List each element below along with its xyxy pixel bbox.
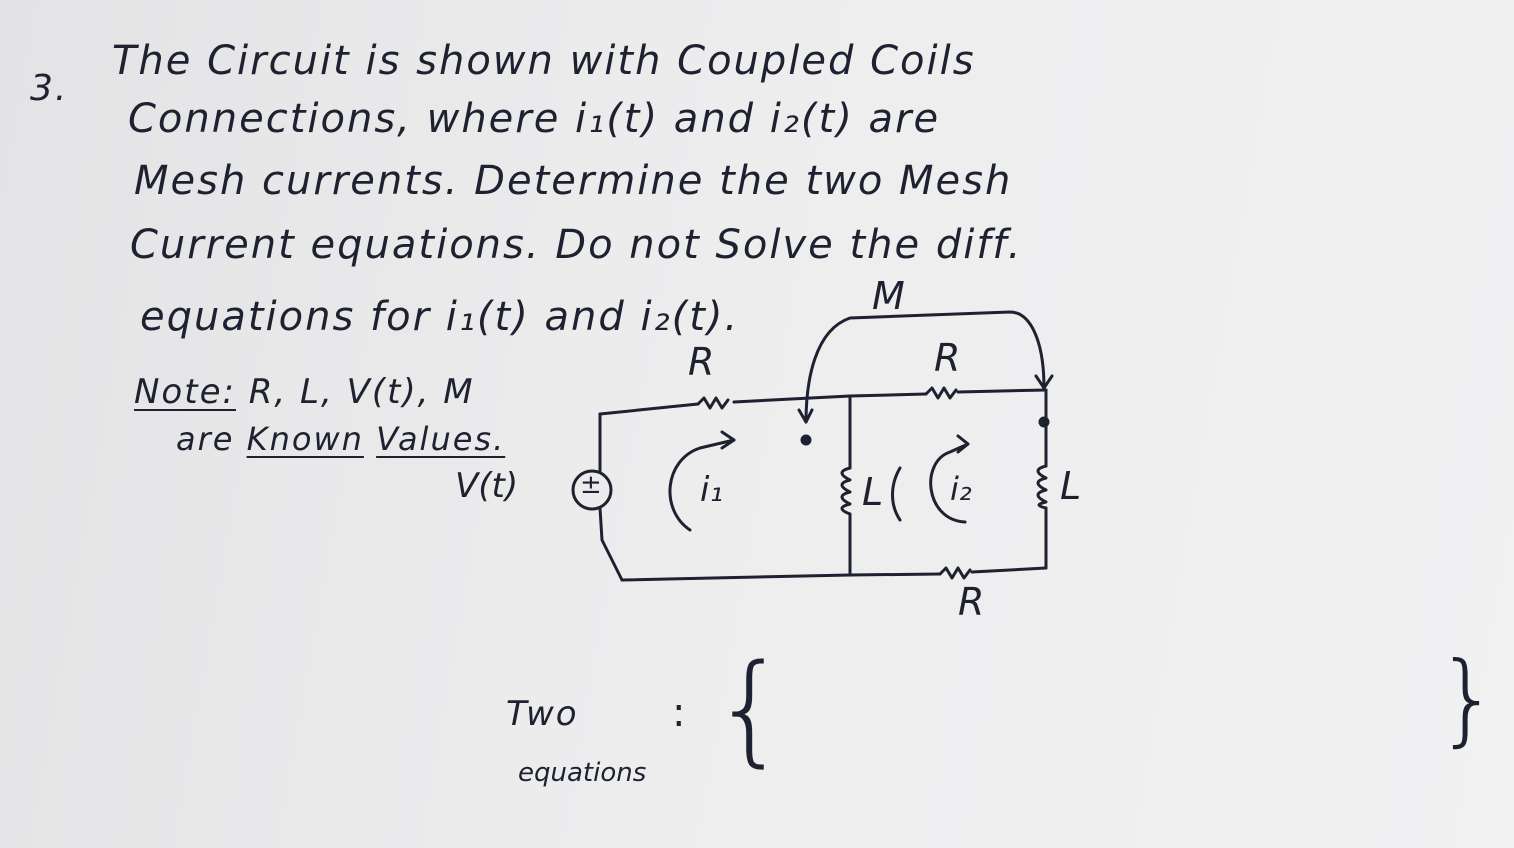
mesh-2-label: i₂ (950, 470, 972, 508)
inductor-middle-label: L (862, 470, 884, 514)
mesh-1-label: i₁ (700, 470, 724, 510)
resistor-bottom-label: R (958, 580, 985, 624)
problem-line-5: equations for i₁(t) and i₂(t). (140, 294, 740, 340)
mesh-2-left-paren (891, 466, 902, 522)
wire-left (598, 412, 624, 582)
mutual-inductance-label: M (872, 274, 905, 318)
dot-marker-middle (800, 434, 812, 446)
note-known: Known (246, 420, 364, 458)
answer-label-line-2: equations (518, 758, 647, 788)
resistor-bottom (938, 566, 972, 580)
inductor-right-label: L (1060, 464, 1082, 508)
voltage-source (571, 469, 613, 511)
problem-number: 3. (30, 68, 69, 109)
answer-close-brace: } (1436, 640, 1502, 757)
mesh-2-arrowhead (956, 434, 970, 454)
arrowhead-middle (797, 408, 814, 424)
mesh-2-arrow (929, 442, 970, 524)
source-polarity: ± (580, 470, 602, 500)
wire-bottom (620, 572, 942, 582)
problem-line-1: The Circuit is shown with Coupled Coils (112, 38, 976, 84)
note-line-1: Note: R, L, V(t), M (134, 372, 475, 412)
note-are: are (176, 420, 235, 458)
problem-line-4: Current equations. Do not Solve the diff… (130, 222, 1023, 268)
answer-open-brace: { (712, 640, 791, 779)
inductor-middle (840, 466, 852, 516)
note-values: R, L, V(t), M (248, 372, 475, 412)
answer-label-line-1: Two (506, 694, 579, 734)
source-label: V(t) (455, 466, 519, 506)
wire-top-right (956, 388, 1048, 394)
wire-top-mid (732, 392, 928, 404)
resistor-top-left (696, 396, 730, 410)
mesh-1-arrow (668, 438, 736, 532)
inductor-right (1036, 464, 1048, 510)
resistor-top-right (924, 386, 958, 400)
dot-marker-right (1038, 416, 1050, 428)
wire-top-left (598, 402, 700, 416)
note-prefix: Note: (134, 372, 236, 412)
mutual-coupling-arrow (804, 310, 1046, 424)
mesh-1-arrowhead (720, 430, 736, 450)
arrowhead-right (1034, 374, 1054, 390)
note-line-2: are Known Values. (176, 420, 505, 458)
resistor-top-left-label: R (688, 340, 715, 384)
answer-colon: : (672, 690, 688, 736)
resistor-top-right-label: R (934, 336, 961, 380)
wire-bottom-right (970, 566, 1048, 574)
note-values-word: Values. (376, 420, 506, 458)
problem-line-2: Connections, where i₁(t) and i₂(t) are (128, 96, 941, 142)
problem-line-3: Mesh currents. Determine the two Mesh (134, 158, 1013, 204)
